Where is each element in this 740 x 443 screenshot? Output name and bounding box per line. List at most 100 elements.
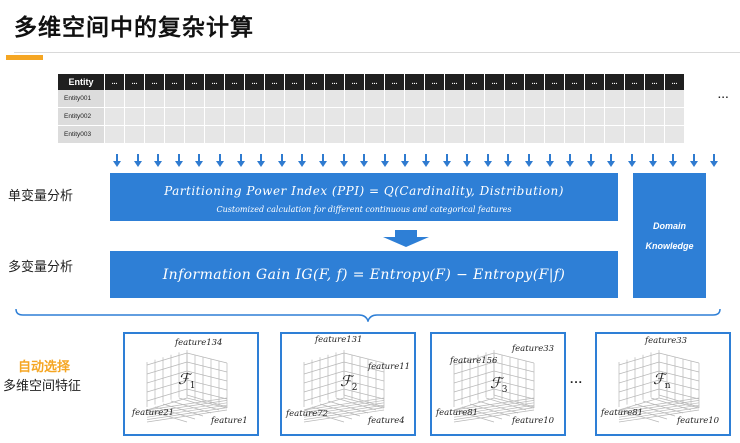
ppi-subtitle: Customized calculation for different con…	[216, 205, 512, 214]
table-cell	[425, 90, 445, 108]
feature-space-index: n	[664, 381, 671, 391]
arrow-down-icon	[545, 154, 554, 168]
table-header-cell: ...	[145, 74, 165, 90]
table-header-cell: ...	[365, 74, 385, 90]
arrow-down-icon	[401, 154, 410, 168]
feature-label: feature1	[211, 416, 248, 426]
feature-label: feature33	[645, 336, 688, 346]
table-row: Entity001	[58, 90, 685, 108]
arrow-down-icon	[133, 154, 142, 168]
table-cell	[385, 126, 405, 144]
table-cell	[565, 126, 585, 144]
feature-label: feature11	[368, 362, 411, 372]
table-cell	[645, 126, 665, 144]
grid-3d-icon	[303, 350, 385, 423]
table-cell	[185, 90, 205, 108]
table-cell	[525, 126, 545, 144]
entity-id-cell: Entity003	[58, 126, 105, 144]
table-cell	[485, 126, 505, 144]
arrow-down-icon	[360, 154, 369, 168]
arrow-down-icon	[586, 154, 595, 168]
feature-label: feature134	[175, 338, 223, 348]
table-cell	[645, 108, 665, 126]
table-header-cell: ...	[485, 74, 505, 90]
table-cell	[465, 108, 485, 126]
arrow-down-icon	[442, 154, 451, 168]
ig-formula: Information Gain IG(F, f) = Entropy(F) −…	[162, 266, 566, 283]
arrow-down-icon	[463, 154, 472, 168]
feature-label: feature10	[512, 416, 555, 426]
feature-space-glyph: ℱ	[178, 370, 190, 388]
table-header-cell: ...	[325, 74, 345, 90]
arrow-down-icon	[422, 154, 430, 168]
table-cell	[465, 126, 485, 144]
table-cell	[365, 90, 385, 108]
table-cell	[585, 108, 605, 126]
table-header-cell: ...	[665, 74, 685, 90]
table-cell	[645, 90, 665, 108]
table-header-cell: ...	[265, 74, 285, 90]
table-cell	[665, 126, 685, 144]
table-cell	[265, 108, 285, 126]
feature-space-glyph: ℱ	[490, 374, 502, 392]
arrow-down-icon	[669, 154, 678, 168]
title-divider	[14, 52, 740, 53]
table-cell	[225, 90, 245, 108]
feature-space-symbol: ℱn	[653, 370, 671, 391]
table-cell	[565, 90, 585, 108]
table-cell	[105, 90, 125, 108]
entity-table: Entity..................................…	[58, 74, 685, 144]
table-cell	[145, 126, 165, 144]
feature-space-symbol: ℱ1	[178, 370, 196, 391]
table-cell	[325, 108, 345, 126]
table-cell	[345, 90, 365, 108]
table-cell	[345, 126, 365, 144]
table-cell	[485, 90, 505, 108]
arrow-down-icon	[298, 154, 307, 168]
ppi-formula: Partitioning Power Index (PPI) = Q(Cardi…	[164, 184, 564, 198]
feature-label: feature156	[450, 356, 498, 366]
table-header-cell: ...	[205, 74, 225, 90]
feature-space-glyph: ℱ	[340, 372, 352, 390]
table-cell	[585, 126, 605, 144]
table-cell	[625, 126, 645, 144]
table-cell	[565, 108, 585, 126]
table-header-cell: ...	[565, 74, 585, 90]
table-cell	[285, 108, 305, 126]
table-cell	[125, 90, 145, 108]
table-cell	[165, 108, 185, 126]
table-cell	[525, 90, 545, 108]
table-cell	[665, 108, 685, 126]
more-feature-spaces: ...	[570, 372, 584, 386]
table-cell	[205, 90, 225, 108]
table-cell	[405, 126, 425, 144]
table-cell	[605, 108, 625, 126]
table-header-cell: Entity	[58, 74, 105, 90]
feature-label: feature81	[436, 408, 479, 418]
table-cell	[165, 126, 185, 144]
column-arrows	[0, 154, 740, 170]
table-cell	[425, 108, 445, 126]
table-header-cell: ...	[605, 74, 625, 90]
table-cell	[285, 126, 305, 144]
arrow-down-icon	[483, 154, 492, 168]
information-gain-box: Information Gain IG(F, f) = Entropy(F) −…	[110, 251, 618, 298]
table-header-row: Entity..................................…	[58, 74, 685, 90]
table-cell	[445, 108, 465, 126]
table-cell	[525, 108, 545, 126]
table-cell	[305, 90, 325, 108]
table-row: Entity003	[58, 126, 685, 144]
table-cell	[285, 90, 305, 108]
table-header-cell: ...	[245, 74, 265, 90]
table-cell	[325, 90, 345, 108]
feature-label: feature21	[132, 408, 175, 418]
table-cell	[185, 108, 205, 126]
table-header-cell: ...	[445, 74, 465, 90]
grid-3d-icon	[453, 350, 535, 423]
table-cell	[485, 108, 505, 126]
arrow-down-icon	[216, 154, 224, 168]
arrow-down-icon	[525, 154, 533, 168]
table-row: Entity002	[58, 108, 685, 126]
multivariate-label: 多变量分析	[8, 260, 74, 275]
title-accent-bar	[6, 55, 43, 60]
